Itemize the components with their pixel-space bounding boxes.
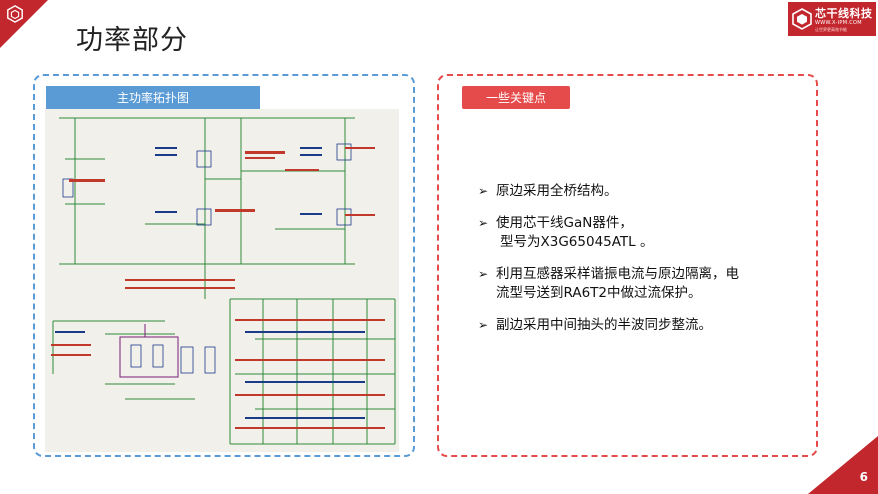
logo-mark-icon	[7, 5, 23, 23]
bullet-arrow-icon: ➢	[478, 267, 489, 281]
key-points-panel	[437, 74, 818, 457]
corner-decoration-bottom-right	[808, 436, 878, 494]
bullet-arrow-icon: ➢	[478, 216, 489, 230]
logo-url: WWW.X-IPM.COM	[815, 20, 862, 26]
logo-hexagon-icon	[792, 8, 812, 30]
bullet-arrow-icon: ➢	[478, 184, 489, 198]
topology-panel	[33, 74, 415, 457]
logo-tagline: 让世界更高效节能	[815, 27, 847, 32]
corner-decoration-top-left	[0, 0, 48, 48]
logo-name: 芯干线科技	[815, 7, 873, 20]
key-point-text: 副边采用中间抽头的半波同步整流。	[496, 317, 712, 333]
key-point-text: 原边采用全桥结构。	[496, 183, 618, 199]
key-point-text: 流型号送到RA6T2中做过流保护。	[496, 285, 702, 301]
power-topology-schematic-image	[45, 109, 399, 452]
topology-panel-tag: 主功率拓扑图	[46, 86, 260, 109]
key-point: ➢ 原边采用全桥结构。	[478, 182, 798, 201]
bullet-arrow-icon: ➢	[478, 318, 489, 332]
key-points-panel-tag: 一些关键点	[462, 86, 570, 109]
key-points-list: ➢ 原边采用全桥结构。 ➢ 使用芯干线GaN器件， 型号为X3G65045ATL…	[478, 182, 798, 348]
company-logo: 芯干线科技 WWW.X-IPM.COM 让世界更高效节能	[788, 2, 876, 36]
key-point: ➢ 利用互感器采样谐振电流与原边隔离，电 流型号送到RA6T2中做过流保护。	[478, 265, 798, 303]
key-point: ➢ 副边采用中间抽头的半波同步整流。	[478, 316, 798, 335]
page-number: 6	[859, 470, 868, 484]
key-point-text: 利用互感器采样谐振电流与原边隔离，电	[496, 266, 739, 282]
page-title: 功率部分	[76, 25, 188, 56]
key-point-text: 使用芯干线GaN器件，	[496, 215, 633, 231]
key-point: ➢ 使用芯干线GaN器件， 型号为X3G65045ATL 。	[478, 214, 798, 252]
key-point-text: 型号为X3G65045ATL 。	[500, 234, 654, 250]
